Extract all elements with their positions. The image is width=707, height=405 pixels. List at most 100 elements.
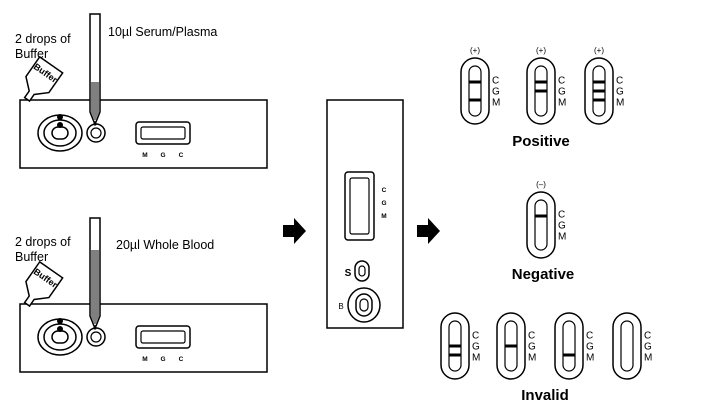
device-buffer-well-inner [359, 298, 369, 312]
step1-drop-2 [57, 122, 63, 128]
positive-line-c [469, 80, 481, 84]
step2-letter-m: M [142, 356, 147, 363]
invalid-label-m: M [586, 353, 594, 364]
step2-letter-c: C [179, 356, 184, 363]
invalid-strip-1: CGM [440, 312, 480, 380]
invalid-label-c: C [472, 331, 479, 342]
device-label-b: B [338, 302, 343, 311]
vertical-device: C G M S B [326, 99, 404, 329]
positive-sign: (+) [470, 46, 480, 55]
invalid-label-c: C [528, 331, 535, 342]
device-window-inner [349, 177, 370, 235]
step1-letter-m: M [142, 152, 147, 159]
step1-pipette [89, 13, 101, 126]
device-letter-g: G [381, 200, 386, 207]
step2-buffer-text-1: 2 drops of [15, 235, 71, 249]
invalid-label-g: G [586, 342, 594, 353]
negative-label-g: G [558, 221, 566, 232]
step2-sample-drop [93, 326, 97, 330]
invalid-label-g: G [644, 342, 652, 353]
negative-title: Negative [512, 266, 575, 283]
negative-label-c: C [558, 210, 565, 221]
step2-drop-2 [57, 326, 63, 332]
step1-sample-well-inner [90, 127, 102, 139]
positive-line-c [535, 80, 547, 84]
step2-result-window-inner [140, 330, 186, 344]
device-label-s: S [345, 268, 352, 279]
step1-sample-text: 10µl Serum/Plasma [108, 25, 217, 39]
step2-group: M G C Buffer 2 drops of Buffer 20µl Whol… [15, 217, 268, 373]
step2-sample-fill [90, 250, 100, 324]
positive-line-m [593, 98, 605, 102]
invalid-line-m [563, 353, 575, 357]
invalid-label-g: G [528, 342, 536, 353]
positive-label-g: G [492, 87, 500, 98]
step2-buffer-well-inner [51, 330, 69, 344]
positive-line-g [535, 89, 547, 93]
negative-label-m: M [558, 232, 566, 243]
step1-buffer-text-2: Buffer [15, 47, 48, 61]
positive-line-c [593, 80, 605, 84]
invalid-label-g: G [472, 342, 480, 353]
invalid-strip-3: CGM [554, 312, 594, 380]
step1-group: M G C Buffer 2 drops of Buffer 10µl Seru… [15, 13, 268, 169]
right-arrow-icon [283, 218, 306, 244]
invalid-line-m [449, 353, 461, 357]
step1-sample-drop [93, 122, 97, 126]
positive-strip-2: CGM (+) [526, 46, 566, 125]
positive-label-c: C [616, 76, 623, 87]
step1-buffer-well-inner [51, 126, 69, 140]
negative-line-c [535, 214, 547, 218]
step1-buffer-bottle: Buffer [23, 55, 64, 103]
positive-label-m: M [616, 98, 624, 109]
device-letter-m: M [381, 213, 386, 220]
right-arrow-icon [417, 218, 440, 244]
positive-title: Positive [512, 133, 570, 150]
positive-label-c: C [558, 76, 565, 87]
step1-sample-fill [90, 82, 100, 120]
positive-label-m: M [558, 98, 566, 109]
step2-buffer-bottle: Buffer [23, 260, 64, 308]
invalid-strip-2: CGM [496, 312, 536, 380]
step1-drop-1 [57, 114, 63, 120]
step1-letter-c: C [179, 152, 184, 159]
positive-strip-window [468, 65, 482, 117]
positive-label-m: M [492, 98, 500, 109]
invalid-line-g [505, 344, 517, 348]
positive-label-c: C [492, 76, 499, 87]
invalid-label-m: M [644, 353, 652, 364]
step1-result-window-inner [140, 126, 186, 140]
step2-sample-well-inner [90, 331, 102, 343]
step1-buffer-text-1: 2 drops of [15, 32, 71, 46]
positive-label-g: G [616, 87, 624, 98]
positive-line-g [593, 89, 605, 93]
device-letter-c: C [382, 187, 387, 194]
invalid-title: Invalid [521, 387, 569, 404]
invalid-label-m: M [472, 353, 480, 364]
invalid-label-m: M [528, 353, 536, 364]
negative-strip-1: CGM (–) [526, 180, 566, 259]
positive-strip-1: CGM (+) [460, 46, 500, 125]
invalid-label-c: C [644, 331, 651, 342]
positive-sign: (+) [594, 46, 604, 55]
invalid-strip-window [620, 320, 634, 372]
step2-letter-g: G [160, 356, 165, 363]
positive-sign: (+) [536, 46, 546, 55]
invalid-label-c: C [586, 331, 593, 342]
step2-sample-text: 20µl Whole Blood [116, 238, 214, 252]
positive-line-m [469, 98, 481, 102]
step2-buffer-text-2: Buffer [15, 250, 48, 264]
positive-strip-3: CGM (+) [584, 46, 624, 125]
negative-strip-window [534, 199, 548, 251]
invalid-strip-window [562, 320, 576, 372]
invalid-strip-4: CGM [612, 312, 652, 380]
device-sample-well-inner [358, 265, 366, 277]
step1-letter-g: G [160, 152, 165, 159]
step2-pipette [89, 217, 101, 330]
invalid-line-g [449, 344, 461, 348]
positive-label-g: G [558, 87, 566, 98]
step2-drop-1 [57, 318, 63, 324]
negative-sign: (–) [536, 180, 546, 189]
